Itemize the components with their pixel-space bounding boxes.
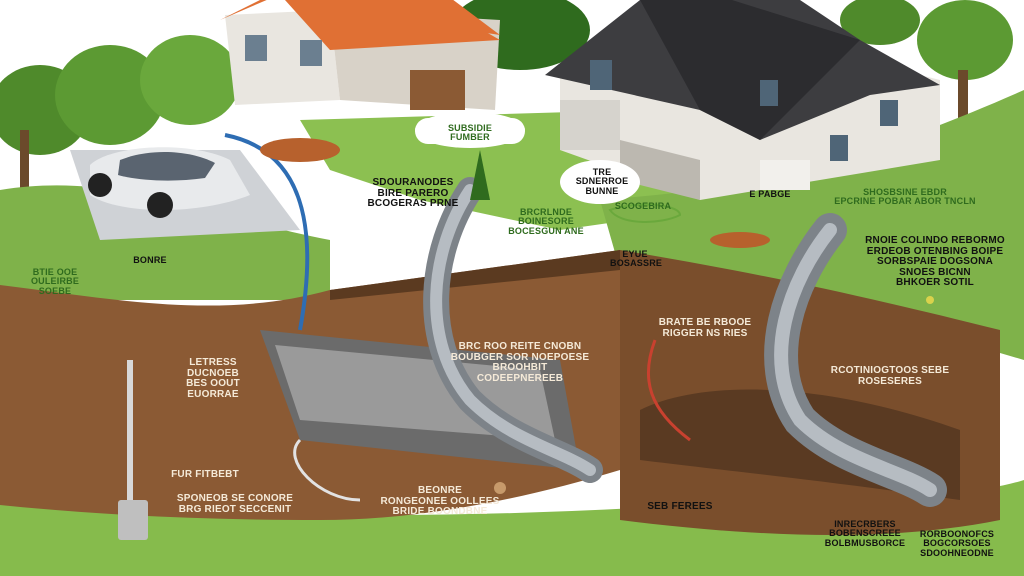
- soil-edge: [330, 250, 620, 300]
- flower: [926, 296, 934, 304]
- right-house: [545, 0, 940, 200]
- label-center-small: E PABGE: [749, 189, 791, 199]
- bubble-center: [560, 160, 640, 204]
- label-bottom-mid: SEB FEREES: [647, 501, 713, 512]
- grass-left: [0, 185, 330, 300]
- blue-line: [224, 133, 310, 331]
- rock: [494, 482, 506, 494]
- label-green-scribble: SCOGEBIRA: [614, 201, 672, 211]
- label-bottom-left-1: FUR FITBEBT: [171, 469, 239, 480]
- green-scribble: [608, 203, 682, 223]
- mulch: [260, 138, 340, 162]
- left-house: [220, 0, 500, 110]
- flag-marker: [470, 150, 490, 200]
- right-pipe-highlight: [774, 223, 937, 497]
- car-wheel: [88, 173, 112, 197]
- bucket: [118, 500, 148, 540]
- car-window: [118, 152, 215, 181]
- car-wheel: [147, 192, 173, 218]
- cable: [293, 438, 361, 502]
- main-pipe-highlight: [430, 184, 596, 476]
- label-left-pipe: BONRE: [133, 255, 167, 265]
- mulch-right: [710, 232, 770, 248]
- background-trees: [0, 0, 1013, 200]
- red-line: [647, 339, 691, 442]
